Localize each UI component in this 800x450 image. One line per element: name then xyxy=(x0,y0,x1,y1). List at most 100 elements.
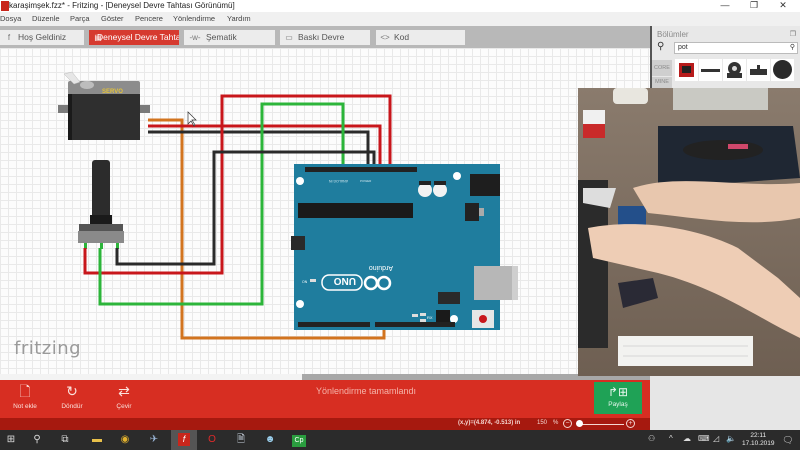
share-icon: ↱⊞ xyxy=(607,385,629,399)
menu-parca[interactable]: Parça xyxy=(70,14,90,23)
svg-text:ON: ON xyxy=(302,280,308,284)
file-explorer-icon[interactable]: ▬ xyxy=(92,434,102,445)
flip-icon: ⇄ xyxy=(118,383,130,399)
menu-dosya[interactable]: Dosya xyxy=(0,14,22,23)
zoom-out-button[interactable]: − xyxy=(563,419,572,428)
mouse-cursor xyxy=(187,111,197,127)
satellite-app-icon[interactable]: ✈ xyxy=(149,434,159,445)
clock-time: 22:11 xyxy=(750,432,767,439)
input-method-icon[interactable]: ⌨ xyxy=(698,434,710,443)
opera-icon[interactable]: O xyxy=(208,434,216,445)
show-hidden-icons-chevron[interactable]: ^ xyxy=(669,434,673,443)
parts-panel-title: Bölümler xyxy=(657,30,689,39)
tab-schematic[interactable]: -w- Şematik xyxy=(184,30,275,45)
horizontal-scrollbar[interactable] xyxy=(302,374,650,380)
close-button[interactable]: ✕ xyxy=(779,0,787,10)
bottom-toolbar: 🗋 Not ekle ↻ Döndür ⇄ Çevir Yönlendirme … xyxy=(0,380,650,418)
bin-tab-mine[interactable]: MINE xyxy=(652,77,672,88)
task-view-icon[interactable]: ⧉ xyxy=(61,434,69,445)
action-center-icon[interactable]: 🗨 xyxy=(782,435,794,445)
search-icon[interactable]: ⚲ xyxy=(657,41,665,52)
side-panel-fill xyxy=(650,376,800,430)
zoom-slider-track[interactable] xyxy=(578,424,624,425)
svg-text:UNO: UNO xyxy=(334,275,356,286)
circuit-drawing: SERVO xyxy=(58,71,518,340)
zoom-in-button[interactable]: + xyxy=(626,419,635,428)
network-icon[interactable]: ◿ xyxy=(713,434,720,443)
breadboard-canvas[interactable]: SERVO xyxy=(0,48,650,374)
menu-goster[interactable]: Göster xyxy=(101,14,124,23)
arduino-uno-board[interactable]: ANALOG IN POWER UNO Arduino ON xyxy=(291,164,518,330)
onedrive-icon[interactable]: ☁ xyxy=(683,434,691,443)
cursor-coordinates: (x,y)=(4.874, -0.513) in xyxy=(458,420,521,426)
rotate-icon: ↻ xyxy=(66,383,78,399)
minimize-button[interactable]: — xyxy=(720,0,730,10)
menu-yardim[interactable]: Yardım xyxy=(227,14,251,23)
flip-button[interactable]: ⇄ Çevir xyxy=(99,382,149,416)
chrome-icon[interactable]: ◉ xyxy=(120,434,130,445)
bin-tab-core[interactable]: CORE xyxy=(652,60,672,76)
part-result-slide-pot[interactable] xyxy=(747,59,770,81)
python-file-icon[interactable]: 🗎 xyxy=(236,434,246,445)
parts-search-input[interactable]: pot ⚲ xyxy=(674,42,798,54)
svg-text:Arduino: Arduino xyxy=(369,264,393,271)
tab-label: Deneysel Devre Tahtası xyxy=(97,32,179,42)
svg-text:RX: RX xyxy=(427,315,433,320)
svg-text:SERVO: SERVO xyxy=(102,89,123,95)
fritzing-taskbar-icon[interactable]: f xyxy=(171,430,197,450)
breadboard-icon: ▤ xyxy=(94,33,102,42)
menu-bar: Dosya Düzenle Parça Göster Pencere Yönle… xyxy=(0,12,800,26)
part-result-rotary-pot[interactable] xyxy=(723,59,746,81)
tab-code[interactable]: <> Kod xyxy=(376,30,465,45)
taskbar-clock[interactable]: 22:11 17.10.2019 xyxy=(742,432,775,448)
tab-label: Kod xyxy=(394,32,410,42)
svg-text:ANALOG IN: ANALOG IN xyxy=(328,179,348,183)
svg-text:POWER: POWER xyxy=(360,179,372,183)
add-note-button[interactable]: 🗋 Not ekle xyxy=(0,382,50,416)
window-title: karaşimşek.fzz* - Fritzing - [Deneysel D… xyxy=(9,1,235,10)
pcb-icon: ▭ xyxy=(285,33,293,42)
start-icon[interactable]: ⊞ xyxy=(6,434,16,445)
zoom-slider-thumb[interactable] xyxy=(576,420,583,427)
webcam-video-frame xyxy=(578,88,800,376)
wires xyxy=(83,94,392,340)
webcam-overlay xyxy=(578,88,800,376)
note-icon: 🗋 xyxy=(19,383,31,399)
share-button[interactable]: ↱⊞ Paylaş xyxy=(594,382,642,414)
part-result-knob[interactable] xyxy=(771,59,794,81)
code-icon: <> xyxy=(380,33,390,42)
potentiometer[interactable] xyxy=(78,160,124,249)
camtasia-icon[interactable]: Cp xyxy=(288,432,310,448)
tab-breadboard[interactable]: ▤Deneysel Devre Tahtası xyxy=(89,30,179,45)
servo-motor[interactable]: SERVO xyxy=(58,71,150,140)
volume-icon[interactable]: 🔈 xyxy=(726,434,736,443)
tab-welcome[interactable]: f Hoş Geldiniz xyxy=(0,30,84,45)
robot-app-icon[interactable]: ☻ xyxy=(264,434,276,445)
clock-date: 17.10.2019 xyxy=(742,440,775,447)
schematic-icon: -w- xyxy=(189,33,201,42)
zoom-unit: % xyxy=(553,420,559,426)
tab-label: Şematik xyxy=(206,32,237,42)
view-tab-bar: f Hoş Geldiniz ▤Deneysel Devre Tahtası -w… xyxy=(0,26,650,48)
tab-label: Hoş Geldiniz xyxy=(18,32,67,42)
rotate-button[interactable]: ↻ Döndür xyxy=(47,382,97,416)
status-message: Yönlendirme tamamlandı xyxy=(316,386,417,396)
windows-taskbar: ⊞ ⚲ ⧉ ▬ ◉ ✈ f O 🗎 ☻ Cp ⚇ ^ ☁ ⌨ ◿ 🔈 22:11… xyxy=(0,430,800,450)
tab-pcb[interactable]: ▭ Baskı Devre xyxy=(280,30,370,45)
status-bar: (x,y)=(4.874, -0.513) in 150 % − + xyxy=(0,418,650,430)
part-result-resistor[interactable] xyxy=(699,59,722,81)
restore-button[interactable]: ❐ xyxy=(749,0,759,10)
zoom-level: 150 xyxy=(537,420,548,426)
search-icon[interactable]: ⚲ xyxy=(33,434,41,445)
menu-yonlendirme[interactable]: Yönlendirme xyxy=(173,14,216,23)
part-result-red-module[interactable] xyxy=(675,59,698,81)
menu-duzenle[interactable]: Düzenle xyxy=(32,14,60,23)
tab-label: Baskı Devre xyxy=(298,32,345,42)
people-icon[interactable]: ⚇ xyxy=(648,434,656,443)
parts-panel: Bölümler ❐ ⚲ pot ⚲ CORE MINE xyxy=(650,26,800,88)
fritzing-f-icon: f xyxy=(7,33,11,42)
fritzing-app-icon xyxy=(1,1,9,11)
undock-icon[interactable]: ❐ xyxy=(789,31,796,38)
search-submit-icon[interactable]: ⚲ xyxy=(789,44,795,51)
menu-pencere[interactable]: Pencere xyxy=(135,14,163,23)
